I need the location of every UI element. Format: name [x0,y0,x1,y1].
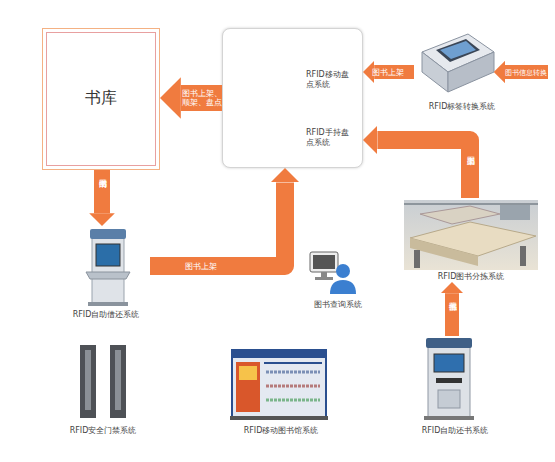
node-label: RFID标签转换系统 [414,102,510,112]
mobile-library-illustration [230,350,328,420]
inventory-group: RFID移动盘点系统 RFID手持盘点系统 [222,28,363,168]
node-label: RFID安全门禁系统 [48,426,158,436]
arrow-label: 图书上架、顺架、盘点 [181,89,222,107]
kiosk-illustration [86,229,130,306]
node-label: RFID手持盘点系统 [306,128,352,148]
node-label: RFID图书分拣系统 [402,272,540,282]
arrow-label: 图书上架 [176,262,226,271]
flow-arrow [150,182,285,266]
store-box: 书库 [42,28,160,170]
node-label: RFID自助还书系统 [400,426,510,436]
system-item: RFID标签转换系统 [414,26,510,114]
sorting-photo [404,200,538,270]
node-label: RFID自助借还系统 [62,310,150,320]
flow-arrow [181,85,222,111]
query-icon [310,252,356,294]
flow-arrow [445,293,459,336]
flow-arrow [94,170,110,213]
arrow-label: 图书上架 [368,68,408,77]
node-label: 书库 [85,89,129,107]
flow-arrow [377,140,470,198]
system-item: RFID安全门禁系统 [48,342,158,438]
system-item: RFID图书分拣系统 [402,198,540,282]
system-item: RFID手持盘点系统 [252,122,358,162]
system-item: 图书查询系统 [300,246,376,312]
node-label: RFID移动盘点系统 [306,70,352,90]
gate-illustration [80,345,126,418]
node-label: RFID移动图书馆系统 [226,426,336,436]
return-kiosk-illustration [424,338,474,420]
system-item: RFID移动图书馆系统 [226,346,336,438]
arrow-label: 图书信息转换 [503,69,549,78]
converter-illustration [422,34,494,92]
system-item: RFID移动盘点系统 [236,32,358,116]
system-item: RFID自助借还系统 [62,226,150,324]
system-item: RFID自助还书系统 [400,336,510,438]
node-label: 图书查询系统 [300,300,376,310]
